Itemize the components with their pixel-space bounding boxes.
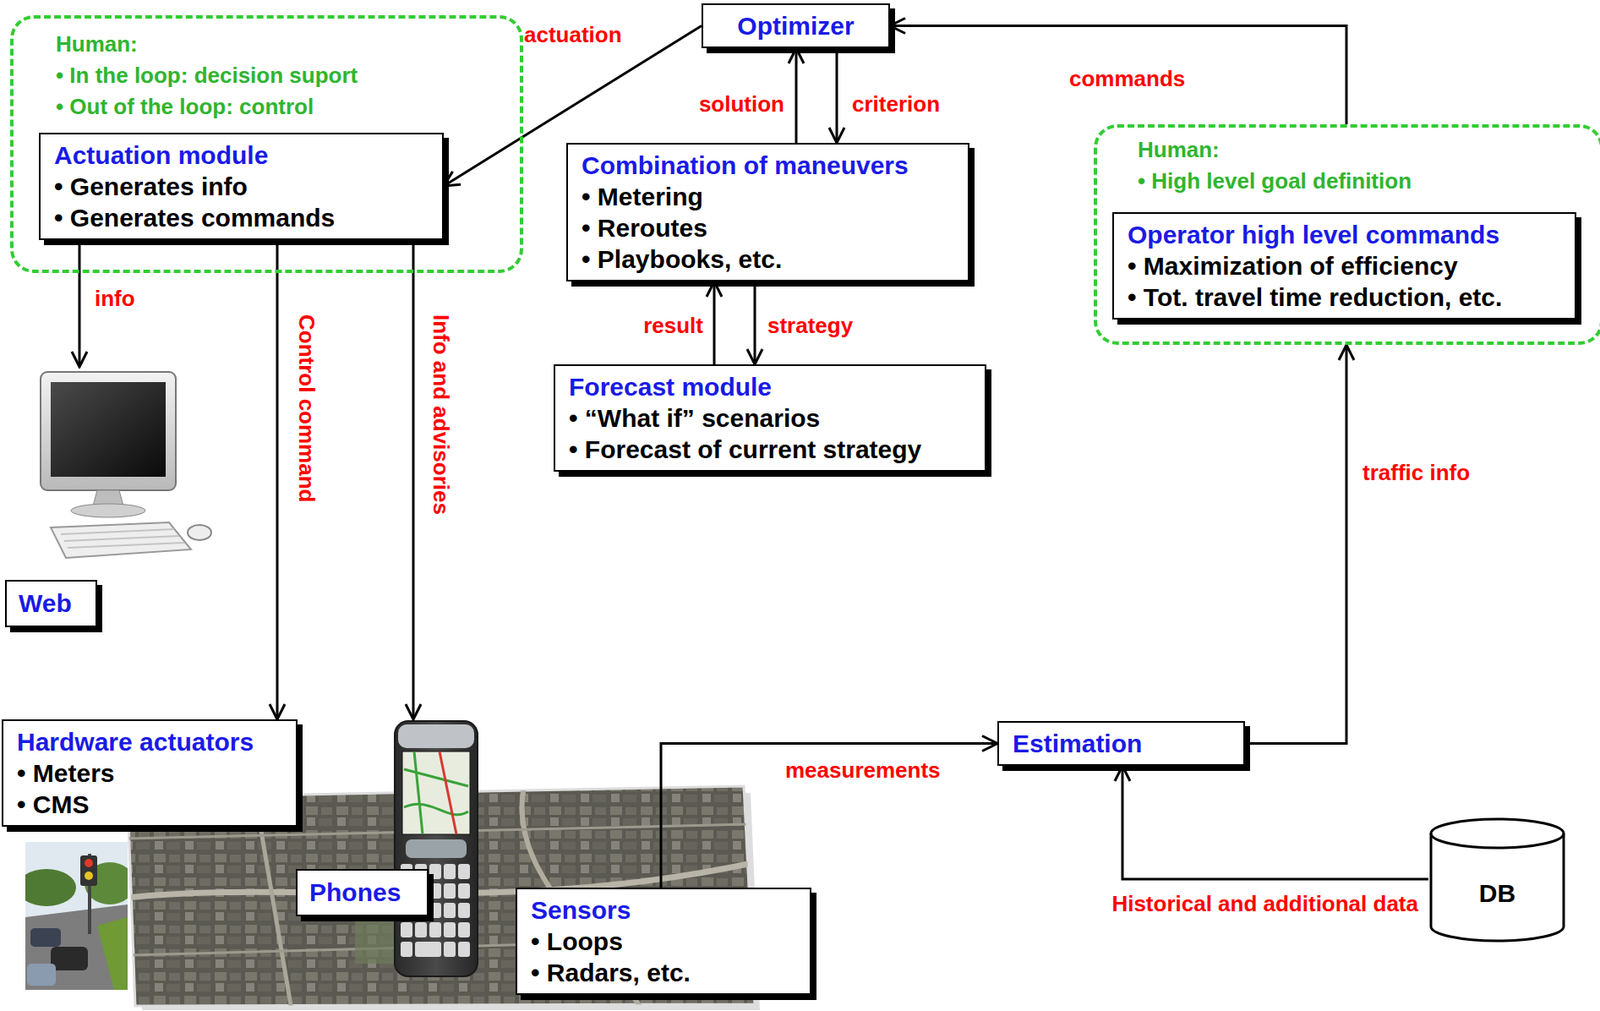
edge-label: measurements xyxy=(785,759,941,781)
heading-text: Optimizer xyxy=(716,10,875,42)
flow-arrow xyxy=(795,48,798,143)
role-text: • High level goal definition xyxy=(1137,165,1600,197)
heading-text: Hardware actuators xyxy=(16,726,283,758)
photo-trees xyxy=(25,868,77,907)
edge-label: actuation xyxy=(524,23,623,46)
bullet-text: • “What if” scenarios xyxy=(568,402,972,434)
photo-car xyxy=(50,946,88,971)
signal-head xyxy=(80,855,98,886)
module-box: Actuation module• Generates info• Genera… xyxy=(38,132,444,241)
cylinder-body xyxy=(1430,819,1564,941)
flow-arrow xyxy=(78,240,82,367)
photo-road xyxy=(25,904,128,990)
actuator-box: Hardware actuators• Meters• CMS xyxy=(1,719,298,827)
edge-label: solution xyxy=(698,92,785,115)
heading-text: Phones xyxy=(295,868,429,917)
flow-arrow xyxy=(276,240,279,720)
phone-screen-map xyxy=(439,751,457,835)
bullet-text: • Maximization of efficiency xyxy=(1127,250,1562,282)
phone-icon xyxy=(394,720,478,977)
photo-car xyxy=(30,928,61,947)
human-role-group: Human:• In the loop: decision suport• Ou… xyxy=(10,15,524,274)
human-role-group: Human:• High level goal definitionOperat… xyxy=(1093,124,1600,345)
role-text: • Out of the loop: control xyxy=(55,91,520,123)
bullet-text: • Generates commands xyxy=(54,202,429,234)
bullet-text: • CMS xyxy=(16,788,283,820)
flow-arrow xyxy=(713,281,716,365)
database-cylinder: DB xyxy=(1428,816,1567,944)
bullet-text: • Playbooks, etc. xyxy=(581,243,955,275)
photo-car xyxy=(27,963,56,986)
edge-label: strategy xyxy=(767,314,853,337)
photo-grass xyxy=(97,917,128,990)
signal-light xyxy=(84,858,93,868)
bullet-text: • Loops xyxy=(530,925,797,957)
keyboard xyxy=(50,522,192,558)
phone-screen xyxy=(402,751,470,835)
role-text: Human: xyxy=(55,28,520,61)
bullet-text: • Radars, etc. xyxy=(530,956,797,989)
phone-navkeys xyxy=(405,839,467,858)
heading-text: Operator high level commands xyxy=(1127,218,1562,251)
edge-label: traffic info xyxy=(1362,461,1470,484)
heading-text: Sensors xyxy=(530,894,797,926)
module-box: Forecast module• “What if” scenarios• Fo… xyxy=(553,364,987,472)
flow-arrow xyxy=(890,26,1347,126)
estimation-box: Estimation xyxy=(997,720,1246,766)
maneuver-box: Combination of maneuvers• Metering• Rero… xyxy=(566,142,970,282)
bullet-text: • Generates info xyxy=(54,170,429,203)
flow-arrow xyxy=(1122,765,1429,880)
bullet-text: • Tot. travel time reduction, etc. xyxy=(1127,281,1562,313)
flow-arrow xyxy=(753,281,757,365)
heading-text: Actuation module xyxy=(54,139,429,171)
monitor-bezel xyxy=(40,371,176,491)
signal-light xyxy=(84,871,93,880)
flow-arrow xyxy=(835,48,839,143)
bullet-text: • Meters xyxy=(16,757,283,789)
monitor-screen xyxy=(50,382,166,477)
bullet-text: • Metering xyxy=(581,180,955,213)
heading-text: Web xyxy=(5,579,98,628)
database-label: DB xyxy=(1479,877,1516,909)
keyboard-keys xyxy=(60,529,185,548)
role-text: • In the loop: decision suport xyxy=(55,60,520,92)
heading-text: Forecast module xyxy=(568,371,972,403)
role-text: Human: xyxy=(1137,134,1600,166)
phone-screen-map xyxy=(404,751,469,835)
flow-arrow xyxy=(660,743,998,889)
edge-label: result xyxy=(643,314,704,337)
edge-label: commands xyxy=(1069,67,1185,90)
heading-text: Estimation xyxy=(1012,727,1230,760)
phones-node: Phones xyxy=(295,719,480,917)
edge-label: Control command xyxy=(295,314,318,503)
edge-label: Historical and additional data xyxy=(1111,892,1419,915)
command-box: Operator high level commands• Maximizati… xyxy=(1112,212,1577,320)
edge-label: criterion xyxy=(851,92,940,115)
computer-icon xyxy=(40,371,212,558)
flow-arrow xyxy=(1245,344,1347,744)
phone-top xyxy=(398,724,475,749)
edge-label: info xyxy=(94,287,136,310)
mouse xyxy=(187,524,212,541)
heading-text: Combination of maneuvers xyxy=(581,149,955,181)
flow-arrow xyxy=(412,240,416,720)
sensor-box: Sensors• Loops• Radars, etc. xyxy=(515,887,812,995)
edge-label: Info and advisories xyxy=(430,314,453,515)
phone-body xyxy=(394,720,478,977)
monitor-base xyxy=(70,503,146,518)
web-node: Web xyxy=(5,366,214,628)
bullet-text: • Reroutes xyxy=(581,212,955,244)
bullet-text: • Forecast of current strategy xyxy=(568,433,972,465)
optimizer-box: Optimizer xyxy=(701,3,891,49)
cylinder-rim xyxy=(1430,833,1564,848)
ramp-meter-photo xyxy=(25,841,128,990)
